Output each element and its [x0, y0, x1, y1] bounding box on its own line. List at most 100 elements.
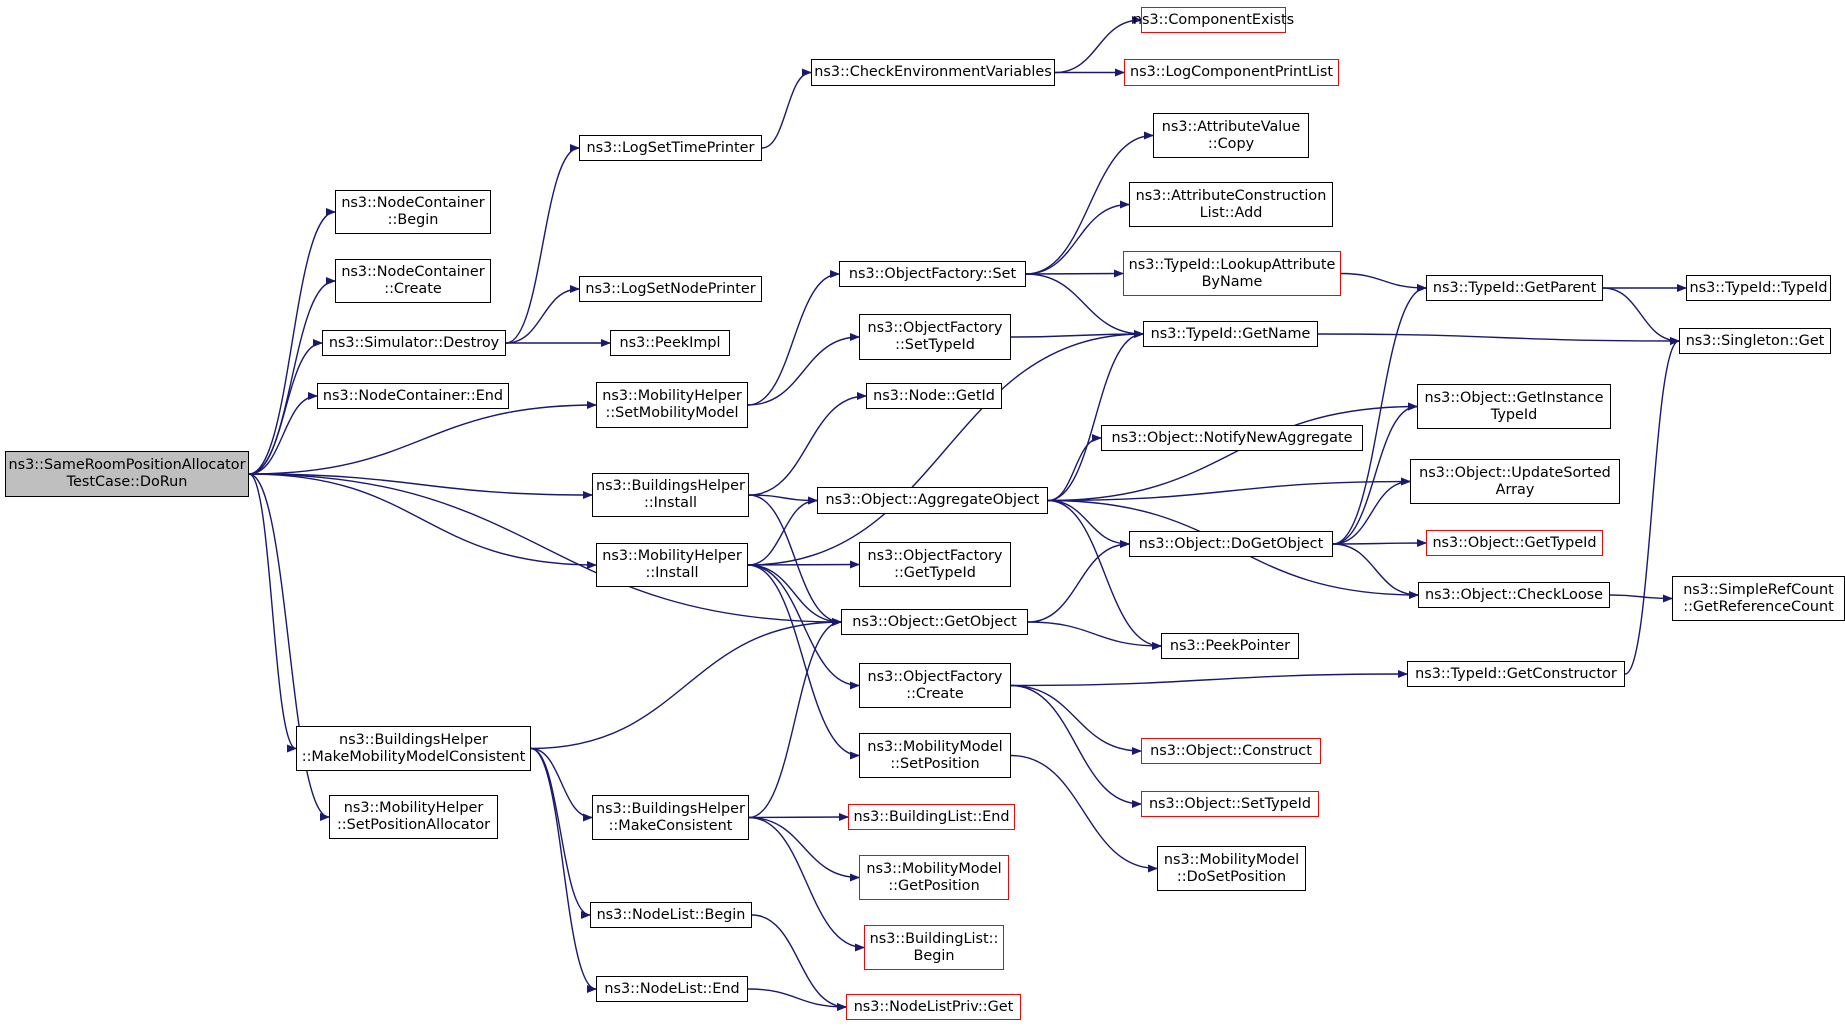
graph-node[interactable]: ns3::Simulator::Destroy [322, 330, 506, 356]
graph-node[interactable]: ns3::BuildingList::End [848, 804, 1015, 830]
graph-node[interactable]: ns3::AttributeValue ::Copy [1153, 113, 1309, 158]
call-edge [747, 564, 860, 760]
call-edge [1047, 330, 1144, 502]
call-edge [248, 473, 842, 626]
call-edge [1025, 269, 1124, 278]
graph-node[interactable]: ns3::NodeContainer::End [317, 383, 509, 409]
graph-node[interactable]: ns3::Node::GetId [866, 383, 1002, 409]
call-edge [748, 816, 865, 952]
call-edge [1332, 539, 1427, 548]
call-edge [747, 496, 818, 566]
call-edge [747, 560, 860, 569]
call-edge [1010, 754, 1158, 873]
graph-node[interactable]: ns3::PeekPointer [1161, 633, 1299, 659]
call-edge [248, 473, 593, 499]
graph-node[interactable]: ns3::LogComponentPrintList [1124, 59, 1339, 86]
call-edge [530, 747, 593, 822]
call-edge [1010, 684, 1142, 755]
graph-node[interactable]: ns3::ObjectFactory::Set [839, 261, 1026, 287]
graph-node[interactable]: ns3::SimpleRefCount ::GetReferenceCount [1672, 576, 1845, 621]
call-edge [747, 988, 847, 1011]
call-edge [530, 747, 591, 919]
call-edge [1332, 402, 1418, 545]
call-edge [1027, 621, 1162, 650]
call-edge [530, 618, 842, 750]
call-edge [1027, 540, 1130, 623]
graph-node[interactable]: ns3::TypeId::TypeId [1686, 275, 1831, 301]
graph-node[interactable]: ns3::LogSetTimePrinter [579, 135, 762, 161]
graph-node[interactable]: ns3::Object::SetTypeId [1141, 791, 1319, 817]
graph-node[interactable]: ns3::MobilityModel ::DoSetPosition [1157, 846, 1306, 891]
graph-node[interactable]: ns3::SameRoomPositionAllocator TestCase:… [5, 451, 249, 497]
call-edge [1332, 284, 1427, 545]
graph-node[interactable]: ns3::Object::Construct [1141, 738, 1321, 764]
graph-node[interactable]: ns3::ObjectFactory ::GetTypeId [859, 542, 1011, 587]
graph-node[interactable]: ns3::NodeListPriv::Get [846, 994, 1021, 1020]
graph-node[interactable]: ns3::Object::GetTypeId [1426, 530, 1603, 556]
call-edge [1047, 499, 1130, 548]
graph-node[interactable]: ns3::ObjectFactory ::SetTypeId [859, 314, 1011, 360]
graph-node[interactable]: ns3::NodeList::End [596, 976, 748, 1002]
graph-node[interactable]: ns3::TypeId::GetName [1143, 321, 1318, 347]
call-edge [1624, 337, 1680, 675]
call-edge [1609, 594, 1673, 603]
call-edge [747, 333, 860, 406]
graph-node[interactable]: ns3::MobilityHelper ::Install [596, 543, 748, 587]
call-edge [747, 330, 1144, 566]
graph-node[interactable]: ns3::Object::DoGetObject [1129, 531, 1333, 557]
call-edge [505, 285, 580, 344]
call-edge [1332, 477, 1411, 545]
graph-node[interactable]: ns3::NodeContainer ::Create [335, 259, 491, 303]
call-edge [505, 144, 580, 344]
call-edge [530, 747, 597, 993]
graph-node[interactable]: ns3::Object::NotifyNewAggregate [1101, 425, 1363, 451]
call-edge [1010, 684, 1142, 808]
graph-node[interactable]: ns3::NodeContainer ::Begin [335, 190, 491, 234]
graph-node[interactable]: ns3::BuildingsHelper ::MakeConsistent [592, 795, 749, 840]
graph-node[interactable]: ns3::CheckEnvironmentVariables [811, 59, 1055, 86]
graph-node[interactable]: ns3::MobilityHelper ::SetPositionAllocat… [329, 795, 498, 839]
call-edge [248, 473, 297, 753]
call-edge [248, 208, 336, 475]
call-edge [748, 813, 849, 822]
graph-node[interactable]: ns3::BuildingList:: Begin [864, 925, 1004, 970]
call-edge [1047, 434, 1102, 502]
call-edge [747, 270, 840, 406]
graph-node[interactable]: ns3::NodeList::Begin [590, 902, 752, 928]
call-edge [1025, 273, 1144, 338]
graph-node[interactable]: ns3::Object::GetObject [841, 609, 1028, 635]
graph-node[interactable]: ns3::TypeId::LookupAttribute ByName [1123, 251, 1341, 296]
graph-node[interactable]: ns3::Object::UpdateSorted Array [1410, 459, 1620, 504]
graph-node[interactable]: ns3::PeekImpl [610, 330, 730, 356]
call-edge [748, 618, 842, 819]
graph-node[interactable]: ns3::MobilityModel ::GetPosition [859, 855, 1009, 900]
call-edge [1602, 287, 1680, 345]
graph-node[interactable]: ns3::MobilityModel ::SetPosition [859, 733, 1011, 778]
call-edge [248, 473, 597, 569]
graph-node[interactable]: ns3::AttributeConstruction List::Add [1129, 182, 1333, 227]
graph-node[interactable]: ns3::MobilityHelper ::SetMobilityModel [596, 382, 748, 428]
graph-node[interactable]: ns3::ComponentExists [1133, 7, 1294, 33]
graph-node[interactable]: ns3::BuildingsHelper ::MakeMobilityModel… [296, 726, 531, 771]
call-edge [248, 401, 597, 475]
call-edge [747, 564, 842, 626]
graph-node[interactable]: ns3::ObjectFactory ::Create [859, 663, 1011, 708]
graph-node[interactable]: ns3::Singleton::Get [1679, 328, 1831, 354]
graph-node[interactable]: ns3::LogSetNodePrinter [579, 276, 762, 302]
call-edge [748, 392, 867, 496]
call-edge [748, 816, 860, 882]
graph-node[interactable]: ns3::BuildingsHelper ::Install [592, 473, 749, 517]
graph-node[interactable]: ns3::Object::CheckLoose [1418, 582, 1610, 608]
graph-node[interactable]: ns3::Object::GetInstance TypeId [1417, 384, 1611, 429]
call-edge [1054, 16, 1142, 74]
call-edge [1010, 670, 1408, 687]
graph-node[interactable]: ns3::TypeId::GetParent [1426, 275, 1603, 301]
call-edge [1010, 330, 1144, 339]
call-edge [1047, 402, 1418, 502]
graph-node[interactable]: ns3::TypeId::GetConstructor [1407, 661, 1625, 687]
graph-node[interactable]: ns3::Object::AggregateObject [817, 487, 1048, 514]
call-edge [1025, 200, 1130, 275]
call-edge [1340, 272, 1427, 292]
